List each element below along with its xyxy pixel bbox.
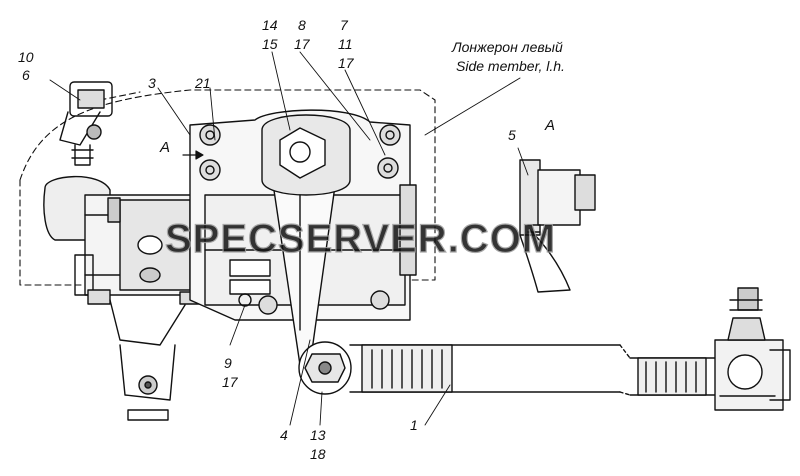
- drag-link: [349, 344, 716, 396]
- callout-5: 5: [508, 127, 516, 143]
- pitman-arm: [261, 114, 351, 366]
- callout-9: 9: [224, 355, 232, 371]
- callout-18: 18: [310, 446, 326, 462]
- callout-6: 6: [22, 67, 30, 83]
- watermark: SPECSERVER.COM: [165, 217, 556, 261]
- view-a-marker: A: [159, 139, 170, 156]
- callout-labels: 10 6 3 21 14 15 8 17 7 11 17 5 9 17 4 13…: [18, 17, 516, 462]
- callout-11: 11: [338, 36, 353, 52]
- universal-joint: [59, 81, 113, 166]
- view-a-detail: [519, 159, 596, 293]
- callout-17-c: 17: [222, 374, 239, 390]
- ball-end-nut: [298, 341, 352, 395]
- callout-17-b: 17: [338, 55, 355, 71]
- callout-13: 13: [310, 427, 326, 443]
- callout-21: 21: [194, 75, 211, 91]
- callout-8: 8: [298, 17, 306, 33]
- housing-bolts: [199, 124, 401, 315]
- lower-bracket: [109, 299, 186, 421]
- gear-input-housing: [43, 175, 206, 305]
- side-member-caption-en: Side member, l.h.: [456, 58, 565, 74]
- view-arrow: [182, 150, 204, 160]
- callout-10: 10: [18, 49, 34, 65]
- view-a-detail-label: A: [544, 117, 555, 134]
- callout-1: 1: [410, 417, 418, 433]
- side-member-caption-ru: Лонжерон левый: [451, 39, 563, 55]
- callout-14: 14: [262, 17, 278, 33]
- ball-joint-end: [714, 287, 791, 411]
- callout-17-a: 17: [294, 36, 311, 52]
- callout-3: 3: [148, 75, 156, 91]
- callout-15: 15: [262, 36, 278, 52]
- callout-4: 4: [280, 427, 288, 443]
- callout-7: 7: [340, 17, 349, 33]
- leader-lines: [49, 51, 529, 426]
